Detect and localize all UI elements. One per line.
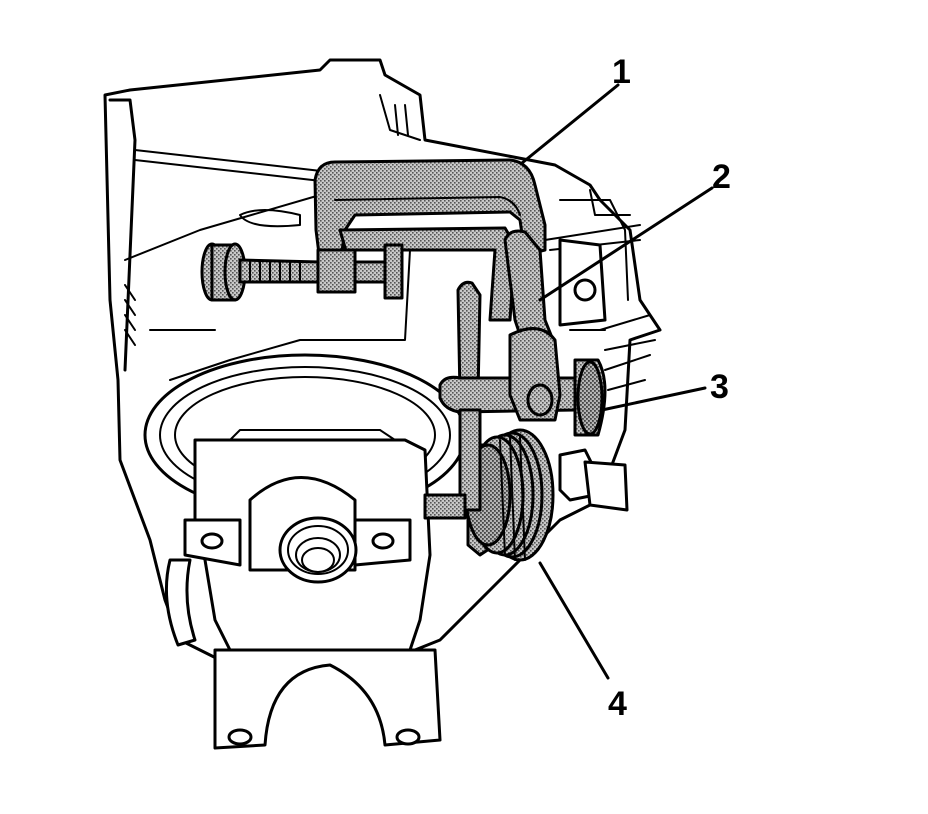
callout-labels: 1 2 3 4 xyxy=(608,53,731,723)
leader-line-1 xyxy=(520,83,620,165)
puller-jaw xyxy=(423,327,607,520)
leader-line-3 xyxy=(600,386,707,412)
callout-2: 2 xyxy=(712,158,731,196)
pump-pulley xyxy=(464,428,555,562)
puller-arm xyxy=(456,229,557,397)
leader-line-4 xyxy=(538,561,610,680)
callout-leaders xyxy=(520,83,714,680)
pulley-nut xyxy=(558,448,629,512)
engine-mount-block xyxy=(164,429,442,750)
callout-4: 4 xyxy=(608,685,627,723)
callout-1: 1 xyxy=(612,53,631,91)
forcing-screw xyxy=(200,242,404,302)
leader-line-2 xyxy=(538,186,714,302)
callout-3: 3 xyxy=(710,368,729,406)
